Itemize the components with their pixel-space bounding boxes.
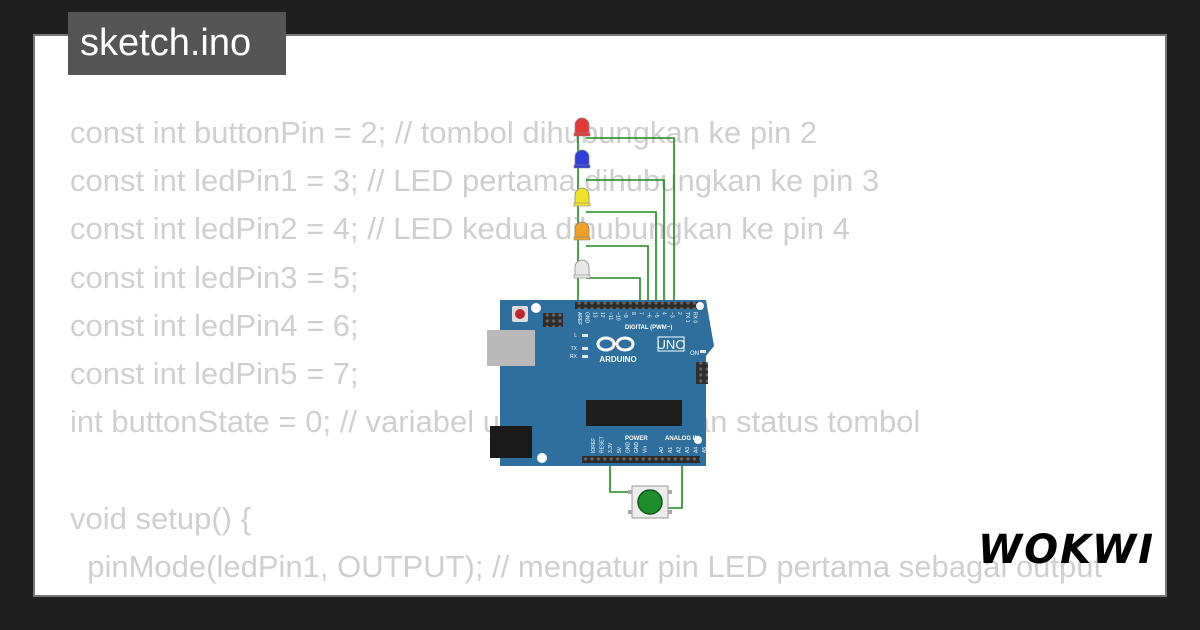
pin-label: ~9 [622, 312, 628, 318]
code-line: const int ledPin1 = 3; // LED pertama di… [70, 163, 880, 199]
file-name-tab[interactable]: sketch.ino [68, 12, 286, 75]
digital-header [575, 302, 701, 309]
wokwi-logo: WOKWI [978, 527, 1156, 573]
status-leds: L TX RX [570, 333, 706, 360]
wire-led4 [586, 245, 649, 306]
wire-led2 [586, 179, 665, 306]
status-led [582, 347, 588, 350]
pin-label: A2 [676, 447, 682, 453]
pin-label: GND [625, 442, 631, 454]
on-label: ON [690, 351, 699, 357]
arduino-logo-icon [596, 336, 635, 352]
pin-label: GND [634, 442, 640, 454]
status-led [582, 334, 588, 337]
icsp2-header [696, 362, 708, 384]
pin-label: ~10 [615, 312, 621, 321]
icsp-header [543, 313, 563, 327]
status-led-label: TX [571, 346, 578, 352]
reset-button-knob[interactable] [515, 309, 525, 319]
led-group [573, 117, 591, 279]
pin-label: A4 [694, 447, 700, 453]
atmega-chip [586, 400, 682, 426]
pin-label: RX 0 [692, 312, 698, 323]
wire-led1 [586, 137, 675, 306]
wire-led5 [586, 277, 641, 306]
pin-label: A0 [659, 447, 665, 453]
pin-label: ~6 [645, 312, 651, 318]
code-line: const int ledPin4 = 6; [70, 307, 359, 343]
code-line: const int ledPin2 = 4; // LED kedua dihu… [70, 211, 850, 247]
pin-label: 3.3V [608, 442, 614, 453]
on-led [700, 350, 706, 353]
pin-label: 12 [599, 312, 605, 318]
led-white[interactable] [573, 259, 591, 279]
led-yellow[interactable] [573, 187, 591, 207]
pin-label: A5 [702, 447, 708, 453]
pin-label: 2 [676, 312, 682, 315]
status-led-label: RX [570, 354, 578, 360]
pin-label: 13 [591, 312, 597, 318]
power-jack [490, 426, 532, 458]
pin-label: A1 [668, 447, 674, 453]
pin-label: 4 [661, 312, 667, 315]
wire-button-5v [609, 462, 632, 493]
code-line: const int ledPin3 = 5; [70, 259, 359, 295]
code-preview: const int buttonPin = 2; // tombol dihub… [70, 109, 1103, 595]
pin-label: IOREF [591, 438, 597, 453]
push-button[interactable] [628, 485, 672, 519]
code-line: void setup() { [70, 500, 251, 536]
pin-label: 5V [617, 446, 623, 453]
wires [577, 132, 683, 509]
usb-port [487, 330, 535, 366]
code-line: const int buttonPin = 2; // tombol dihub… [70, 115, 818, 150]
led-blue[interactable] [573, 149, 591, 169]
led-orange[interactable] [573, 221, 591, 241]
pin-label: RESET [600, 436, 606, 453]
board-model: UNO [657, 337, 686, 352]
arduino-uno-board: UNO ARDUINO DIGITAL (PWM~) POWER ANALOG … [487, 300, 714, 466]
led-red[interactable] [573, 117, 591, 137]
pin-label: 8 [630, 312, 636, 315]
pin-label: A3 [685, 447, 691, 453]
pin-label: ~3 [668, 312, 674, 318]
pin-label: Vin [643, 446, 649, 453]
pin-label: TX 1 [684, 312, 690, 323]
power-label: POWER [625, 436, 648, 442]
pin-label: 7 [638, 312, 644, 315]
pin-label: ~11 [607, 312, 613, 320]
status-led-label: L [574, 333, 577, 339]
pin-label: AREF [576, 312, 582, 325]
digital-label: DIGITAL (PWM~) [625, 325, 672, 331]
code-line: const int ledPin5 = 7; [70, 355, 359, 391]
code-line: int buttonState = 0; // variabel untuk m… [70, 404, 921, 440]
power-analog-header [582, 456, 700, 463]
code-card: const int buttonPin = 2; // tombol dihub… [33, 34, 1167, 597]
code-line: pinMode(ledPin1, OUTPUT); // mengatur pi… [70, 548, 1103, 584]
status-led [582, 355, 588, 358]
pin-label: GND [584, 312, 590, 324]
pin-label: ~5 [653, 312, 659, 318]
board-brand: ARDUINO [599, 355, 636, 364]
analog-label: ANALOG IN [665, 436, 699, 442]
wire-led3 [586, 211, 657, 306]
